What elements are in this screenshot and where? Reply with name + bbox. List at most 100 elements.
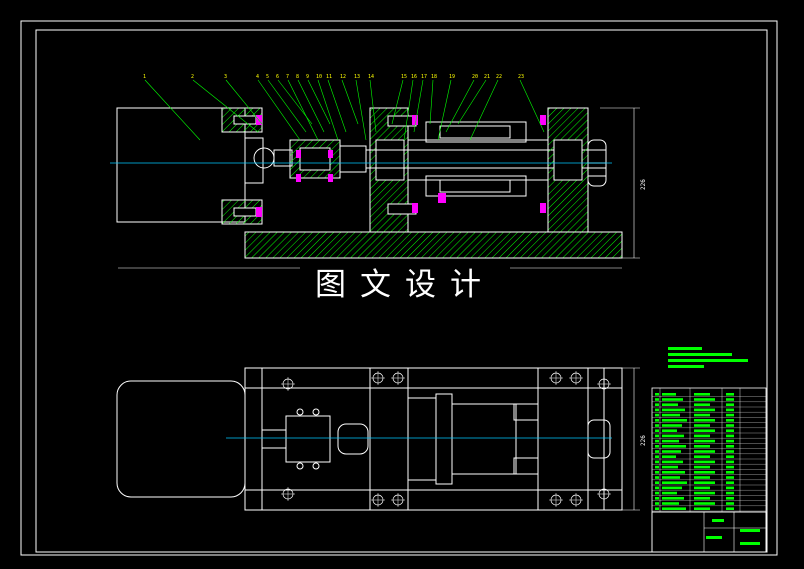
bom-cell: [655, 439, 659, 443]
part-label: 14: [368, 74, 374, 80]
bom-cell: [662, 445, 686, 448]
part-label: 9: [306, 74, 309, 80]
part-label: 5: [266, 74, 269, 80]
bom-cell: [655, 408, 659, 412]
part-label: 19: [449, 74, 455, 80]
bom-cell: [662, 434, 684, 438]
inner-border: [35, 29, 768, 553]
leader-line: [317, 79, 339, 141]
watermark-text: 图文设计: [300, 262, 510, 308]
bom-cell: [726, 507, 734, 510]
leader-line: [144, 79, 201, 141]
bom-cell: [726, 419, 734, 422]
bom-cell: [694, 413, 710, 417]
bom-cell: [694, 393, 710, 396]
bom-cell: [655, 497, 659, 500]
bom-cell: [694, 481, 715, 484]
bom-cell: [662, 497, 684, 500]
bom-cell: [655, 403, 659, 406]
part-label: 18: [431, 74, 437, 80]
bom-cell: [662, 419, 687, 422]
bom-cell: [655, 419, 659, 422]
parts-list-table: [651, 387, 767, 553]
bom-cell: [694, 465, 710, 469]
bom-cell: [655, 460, 659, 464]
bom-cell: [655, 455, 659, 458]
bom-cell: [694, 429, 715, 432]
bom-cell: [662, 491, 677, 495]
leader-line: [457, 79, 487, 125]
bom-cell: [655, 445, 659, 448]
bom-cell: [726, 398, 734, 401]
bom-cell: [726, 455, 734, 458]
bom-cell: [726, 424, 734, 427]
bom-cell: [726, 439, 734, 443]
bom-cell: [694, 439, 715, 443]
bom-cell: [655, 481, 659, 484]
top-height-dimension: 226: [640, 435, 647, 446]
bom-cell: [694, 486, 710, 490]
leader-line: [429, 79, 434, 125]
leader-line: [297, 79, 325, 133]
bom-cell: [726, 481, 734, 484]
leader-line: [469, 79, 499, 141]
bom-cell: [694, 460, 715, 464]
part-label: 16: [411, 74, 417, 80]
bom-cell: [655, 476, 659, 479]
top-view-screws: [281, 371, 611, 507]
bom-cell: [726, 403, 734, 406]
bom-cell: [662, 486, 682, 490]
bom-cell: [662, 471, 685, 474]
bom-cell: [655, 502, 659, 505]
bom-cell: [662, 408, 685, 412]
part-label: 8: [296, 74, 299, 80]
leader-line: [355, 79, 367, 141]
bom-cell: [726, 502, 734, 505]
bom-cell: [662, 403, 678, 406]
part-label: 3: [224, 74, 227, 80]
leader-line: [307, 79, 331, 125]
bom-cell: [694, 424, 710, 427]
bom-cell: [662, 465, 678, 469]
part-label: 20: [472, 74, 478, 80]
bom-cell: [726, 465, 734, 469]
bom-cell: [655, 465, 659, 469]
bom-cell: [662, 424, 682, 427]
bom-cell: [662, 476, 680, 479]
top-view: 226: [116, 367, 647, 511]
bom-cell: [726, 429, 734, 432]
base-top: [244, 367, 623, 511]
part-label: 11: [326, 74, 332, 80]
bom-cell: [662, 398, 683, 401]
bom-cell: [662, 460, 683, 464]
bom-cell: [662, 393, 676, 396]
bom-cell: [655, 398, 659, 401]
bom-cell: [655, 393, 659, 396]
bom-cell: [655, 471, 659, 474]
part-label: 2: [191, 74, 194, 80]
bom-cell: [694, 398, 715, 401]
part-label: 1: [143, 74, 146, 80]
part-label: 7: [286, 74, 289, 80]
bom-cell: [694, 408, 715, 412]
leader-line: [413, 79, 424, 133]
bom-cell: [662, 429, 677, 432]
base-plate: [244, 231, 623, 259]
bom-cell: [694, 450, 715, 453]
bom-cell: [694, 419, 715, 422]
bom-cell: [694, 445, 710, 448]
part-label: 15: [401, 74, 407, 80]
leader-line: [192, 79, 259, 133]
front-section-view: 226: [110, 107, 647, 269]
bom-cell: [694, 434, 710, 438]
bom-cell: [655, 486, 659, 490]
bom-cell: [655, 450, 659, 453]
bom-cell: [694, 471, 715, 474]
part-label: 17: [421, 74, 427, 80]
part-label: 10: [316, 74, 322, 80]
part-label: 22: [496, 74, 502, 80]
front-height-dimension: 226: [640, 179, 647, 190]
bom-cell: [694, 497, 710, 500]
